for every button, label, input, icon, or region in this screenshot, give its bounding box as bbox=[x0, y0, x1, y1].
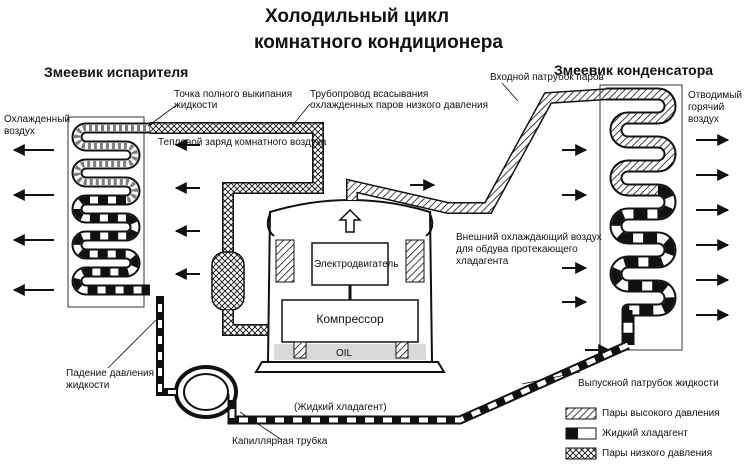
compressor-label: Компрессор bbox=[316, 312, 384, 326]
liquid-line bbox=[156, 296, 630, 425]
oil-sump bbox=[274, 344, 426, 360]
electric-motor bbox=[311, 242, 389, 286]
heat-load-label: Тепловой заряд комнатного воздуха bbox=[158, 137, 327, 148]
pressure-drop-label-2: жидкости bbox=[66, 380, 110, 391]
evaporator-heading: Змеевик испарителя bbox=[44, 64, 189, 80]
legend-swatches bbox=[565, 407, 597, 460]
suction-pipe-label-2: охлажденных паров низкого давления bbox=[310, 100, 489, 111]
accumulator bbox=[211, 251, 245, 311]
discharge-up-arrow bbox=[338, 208, 362, 233]
compressor-block bbox=[281, 299, 419, 343]
airflow-arrows bbox=[12, 134, 730, 356]
external-air-label-3: хладагента bbox=[456, 256, 509, 267]
compressor-unit bbox=[254, 199, 446, 373]
motor-label: Электродвигатель bbox=[314, 259, 399, 270]
condenser-coil bbox=[599, 84, 683, 351]
inlet-vapor-label: Входной патрубок паров bbox=[490, 72, 604, 83]
hot-air-label-1: Отводимый bbox=[688, 90, 742, 101]
capillary-tube-label: Капиллярная трубка bbox=[232, 436, 328, 447]
oil-label: OIL bbox=[336, 348, 353, 359]
suction-pipe-label-1: Трубопровод всасывания bbox=[310, 89, 429, 100]
evaporator-coil bbox=[67, 116, 152, 308]
callout-lines bbox=[107, 82, 581, 441]
legend-swatch-liquid-fill bbox=[566, 428, 578, 439]
title-line-2: комнатного кондиционера bbox=[254, 32, 503, 53]
suction-pipe bbox=[150, 122, 324, 336]
legend-label-liquid: Жидкий хладагент bbox=[602, 428, 688, 439]
legend-swatch-high-pressure bbox=[565, 407, 597, 420]
liquid-outlet-label: Выпускной патрубок жидкости bbox=[578, 378, 719, 389]
pressure-drop-label-1: Падение давления bbox=[66, 368, 154, 379]
full-boil-label-1: Точка полного выкипания bbox=[174, 89, 293, 100]
legend-swatch-low-pressure bbox=[565, 447, 597, 460]
external-air-label-2: для обдува протекающего bbox=[456, 244, 578, 255]
cooled-air-label-1: Охлажденный bbox=[4, 114, 70, 125]
hot-air-label-3: воздух bbox=[688, 114, 719, 125]
hot-air-label-2: горячий bbox=[688, 102, 725, 113]
title-line-1: Холодильный цикл bbox=[265, 6, 450, 27]
full-boil-label-2: жидкости bbox=[174, 100, 218, 111]
legend-label-low-pressure: Пары низкого давления bbox=[602, 448, 713, 459]
discharge-pipe bbox=[346, 88, 611, 214]
external-air-label-1: Внешний охлаждающий воздух bbox=[456, 232, 602, 243]
liquid-refrigerant-label: (Жидкий хладагент) bbox=[294, 402, 387, 413]
cooled-air-label-2: воздух bbox=[4, 126, 35, 137]
legend-label-high-pressure: Пары высокого давления bbox=[602, 408, 720, 419]
condenser-heading: Змеевик конденсатора bbox=[554, 62, 714, 78]
